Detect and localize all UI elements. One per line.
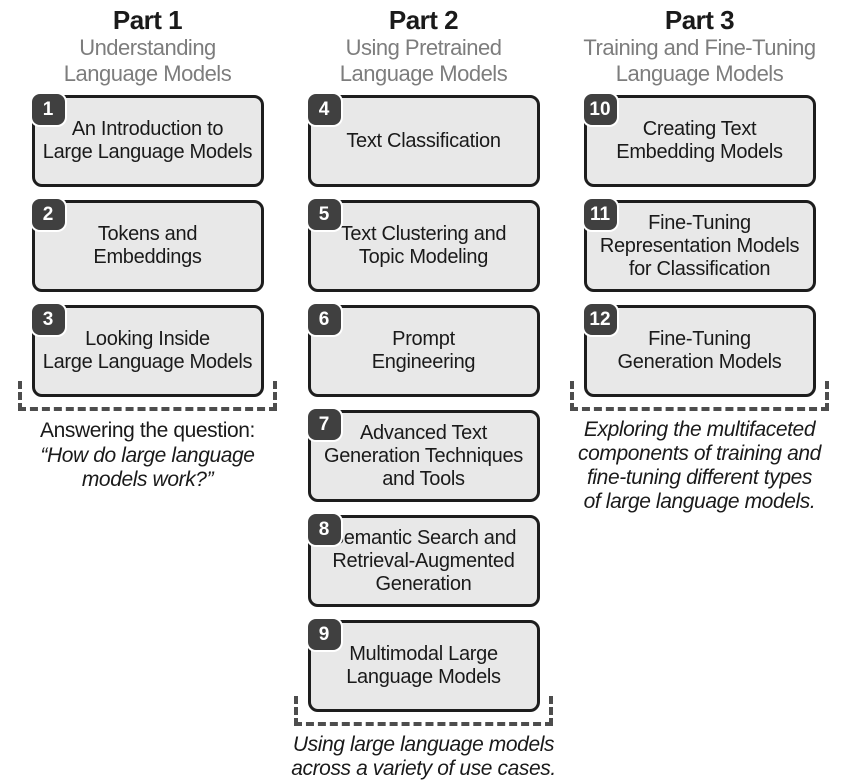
- chapter-4-title: Text Classification: [346, 129, 501, 152]
- chapter-8-box: 8 Semantic Search and Retrieval-Augmente…: [307, 514, 540, 607]
- part-1-dashed-bracket: [18, 381, 277, 411]
- chapter-8-number-badge: 8: [307, 514, 341, 545]
- part-2-dashed-bracket: [294, 696, 553, 726]
- part-1-column: Part 1 Understanding Language Models 1 A…: [15, 0, 280, 492]
- chapter-1-number-badge: 1: [31, 94, 65, 125]
- chapter-7-box: 7 Advanced Text Generation Techniques an…: [307, 409, 540, 502]
- chapter-11-number-badge: 11: [583, 199, 617, 230]
- chapter-10-number-badge: 10: [583, 94, 617, 125]
- chapter-3-number-badge: 3: [31, 304, 65, 335]
- part-3-dashed-bracket: [570, 381, 829, 411]
- part-1-title: Part 1: [112, 5, 183, 35]
- part-1-chapters: 1 An Introduction to Large Language Mode…: [15, 94, 280, 397]
- part-1-caption-quote: “How do large language models work?”: [40, 444, 255, 491]
- part-2-chapters: 4 Text Classification 5 Text Clustering …: [291, 94, 556, 712]
- chapter-4-number-badge: 4: [307, 94, 341, 125]
- chapter-6-number-badge: 6: [307, 304, 341, 335]
- part-1-caption: Answering the question: “How do large la…: [15, 418, 280, 492]
- chapter-7-number-badge: 7: [307, 409, 341, 440]
- chapter-6-box: 6 Prompt Engineering: [307, 304, 540, 397]
- part-2-subtitle: Using Pretrained Language Models: [339, 35, 508, 86]
- part-1-caption-lead: Answering the question:: [40, 419, 255, 442]
- part-3-caption-quote: Exploring the multifaceted components of…: [578, 418, 821, 513]
- chapter-5-box: 5 Text Clustering and Topic Modeling: [307, 199, 540, 292]
- chapter-2-box: 2 Tokens and Embeddings: [31, 199, 264, 292]
- chapter-2-title: Tokens and Embeddings: [93, 223, 202, 268]
- part-3-caption: Exploring the multifaceted components of…: [567, 418, 832, 514]
- part-3-column: Part 3 Training and Fine-Tuning Language…: [567, 0, 832, 514]
- part-2-title: Part 2: [388, 5, 459, 35]
- chapter-5-title: Text Clustering and Topic Modeling: [340, 223, 507, 268]
- part-2-column: Part 2 Using Pretrained Language Models …: [291, 0, 556, 781]
- part-1-subtitle: Understanding Language Models: [63, 35, 232, 86]
- part-2-caption: Using large language models across a var…: [291, 733, 556, 781]
- part-3-chapters: 10 Creating Text Embedding Models 11 Fin…: [567, 94, 832, 397]
- chapter-9-box: 9 Multimodal Large Language Models: [307, 619, 540, 712]
- part-2-caption-quote: Using large language models across a var…: [291, 733, 556, 780]
- part-3-subtitle: Training and Fine-Tuning Language Models: [583, 35, 816, 86]
- chapter-11-box: 11 Fine-Tuning Representation Models for…: [583, 199, 816, 292]
- part-3-title: Part 3: [664, 5, 735, 35]
- chapter-4-box: 4 Text Classification: [307, 94, 540, 187]
- chapter-10-box: 10 Creating Text Embedding Models: [583, 94, 816, 187]
- chapter-10-title: Creating Text Embedding Models: [616, 118, 783, 163]
- chapter-12-title: Fine-Tuning Generation Models: [617, 328, 782, 373]
- chapter-9-title: Multimodal Large Language Models: [346, 643, 501, 688]
- chapter-7-title: Advanced Text Generation Techniques and …: [323, 421, 524, 490]
- chapter-1-box: 1 An Introduction to Large Language Mode…: [31, 94, 264, 187]
- chapter-3-title: Looking Inside Large Language Models: [42, 328, 253, 373]
- chapter-8-title: Semantic Search and Retrieval-Augmented …: [330, 526, 517, 595]
- chapter-3-box: 3 Looking Inside Large Language Models: [31, 304, 264, 397]
- chapter-12-number-badge: 12: [583, 304, 617, 335]
- chapter-6-title: Prompt Engineering: [371, 328, 476, 373]
- chapter-11-title: Fine-Tuning Representation Models for Cl…: [599, 211, 800, 280]
- chapter-5-number-badge: 5: [307, 199, 341, 230]
- chapter-1-title: An Introduction to Large Language Models: [42, 118, 253, 163]
- chapter-2-number-badge: 2: [31, 199, 65, 230]
- chapter-12-box: 12 Fine-Tuning Generation Models: [583, 304, 816, 397]
- chapter-9-number-badge: 9: [307, 619, 341, 650]
